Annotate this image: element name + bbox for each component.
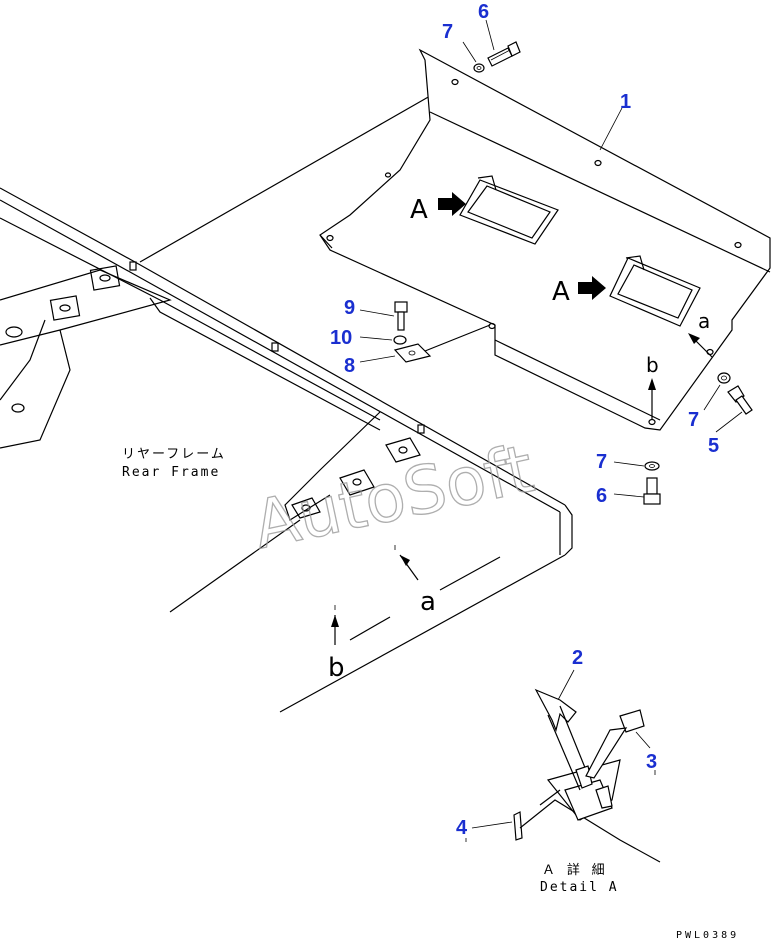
drawing-code: PWL0389	[676, 930, 739, 941]
part-number-5: 5	[708, 435, 719, 457]
guide-line	[139, 79, 459, 263]
part-number-3: 3	[646, 751, 657, 773]
part-number-8: 8	[344, 355, 355, 377]
washer-10	[393, 335, 407, 345]
detail-ref-a: A	[552, 277, 570, 307]
view-ref-b: b	[646, 353, 659, 377]
watermark: AutoSoft	[247, 430, 540, 564]
detail-a-drawing	[465, 688, 661, 863]
part-number-6: 6	[596, 485, 607, 507]
view-ref-a: a	[698, 309, 710, 333]
part-number-4: 4	[456, 817, 468, 839]
rear-frame-label-en: Rear Frame	[122, 465, 220, 480]
part-number-2: 2	[572, 647, 583, 669]
cover-plate	[319, 48, 771, 431]
view-ref-a: a	[420, 587, 436, 617]
part-number-7: 7	[442, 21, 453, 43]
part-number-7: 7	[688, 409, 699, 431]
detail-a-label-jp: Ａ 詳 細	[542, 862, 607, 878]
plate-8	[393, 343, 432, 363]
bolt-5	[727, 385, 753, 415]
guide-line	[414, 324, 491, 356]
rear-frame	[0, 187, 573, 713]
bolt-9	[394, 301, 408, 331]
washer-7-top	[473, 63, 485, 73]
bolt-6-top	[487, 41, 521, 67]
part-number-7: 7	[596, 451, 607, 473]
detail-a-label-en: Detail A	[540, 880, 619, 895]
rear-frame-label-jp: リヤーフレーム	[122, 447, 226, 462]
part-number-9: 9	[344, 297, 355, 319]
part-number-6: 6	[478, 1, 489, 23]
washer-7-right	[717, 372, 731, 384]
view-ref-b: b	[328, 653, 345, 683]
part-number-1: 1	[620, 91, 631, 113]
detail-ref-a: A	[410, 195, 428, 225]
leader-lines	[359, 19, 743, 829]
part-number-10: 10	[330, 327, 352, 349]
bolt-6-lower	[643, 477, 661, 505]
washer-7-lower	[644, 461, 660, 471]
